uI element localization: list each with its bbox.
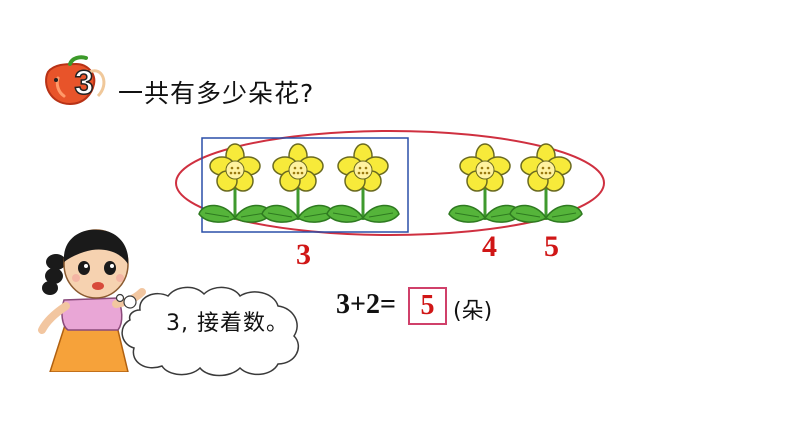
bubble-text: 3, 接着数。 <box>166 311 289 336</box>
answer-value: 5 <box>420 290 435 321</box>
speech-bubble <box>115 286 299 377</box>
question-text: 一共有多少朵花? <box>118 79 315 108</box>
unit-label: (朵) <box>453 299 493 324</box>
flower-illustration <box>175 130 605 236</box>
equation-expression: 3+2= <box>336 289 396 320</box>
girl-illustration <box>38 229 146 372</box>
answer-box: 5 <box>408 287 447 325</box>
all-flowers-ellipse <box>175 130 605 236</box>
flower-3 <box>325 142 401 224</box>
flower-4 <box>447 142 523 224</box>
first-group-box <box>201 137 409 233</box>
problem-badge: 3 <box>45 55 106 106</box>
pepper-icon <box>45 55 106 106</box>
count-label-5: 5 <box>544 230 559 263</box>
count-label-3: 3 <box>296 238 311 271</box>
flower-2 <box>260 142 336 224</box>
problem-number: 3 <box>75 64 94 102</box>
count-label-4: 4 <box>482 230 497 263</box>
